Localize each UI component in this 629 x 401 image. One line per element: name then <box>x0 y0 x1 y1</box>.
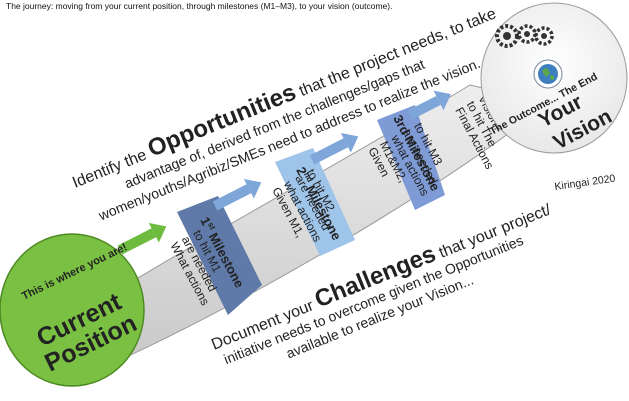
step-c-text: Given M1&M2, what actions are needed to … <box>365 120 445 198</box>
credit-text: Kiringai 2020 <box>554 173 617 193</box>
step-arrow-1 <box>117 222 167 255</box>
milestone-3-column <box>377 105 445 210</box>
milestone-2-column <box>275 148 355 256</box>
current-position-circle: This is where you are! Current Position <box>0 233 145 387</box>
step-arrow-4 <box>407 90 451 120</box>
top-caption: The journey: moving from your current po… <box>6 1 393 11</box>
globe-logo-icon <box>533 59 563 89</box>
step-arrow-3 <box>309 132 359 165</box>
milestone-1-column <box>177 196 262 315</box>
step-arrow-2 <box>212 178 262 211</box>
gears-icon <box>495 24 554 48</box>
